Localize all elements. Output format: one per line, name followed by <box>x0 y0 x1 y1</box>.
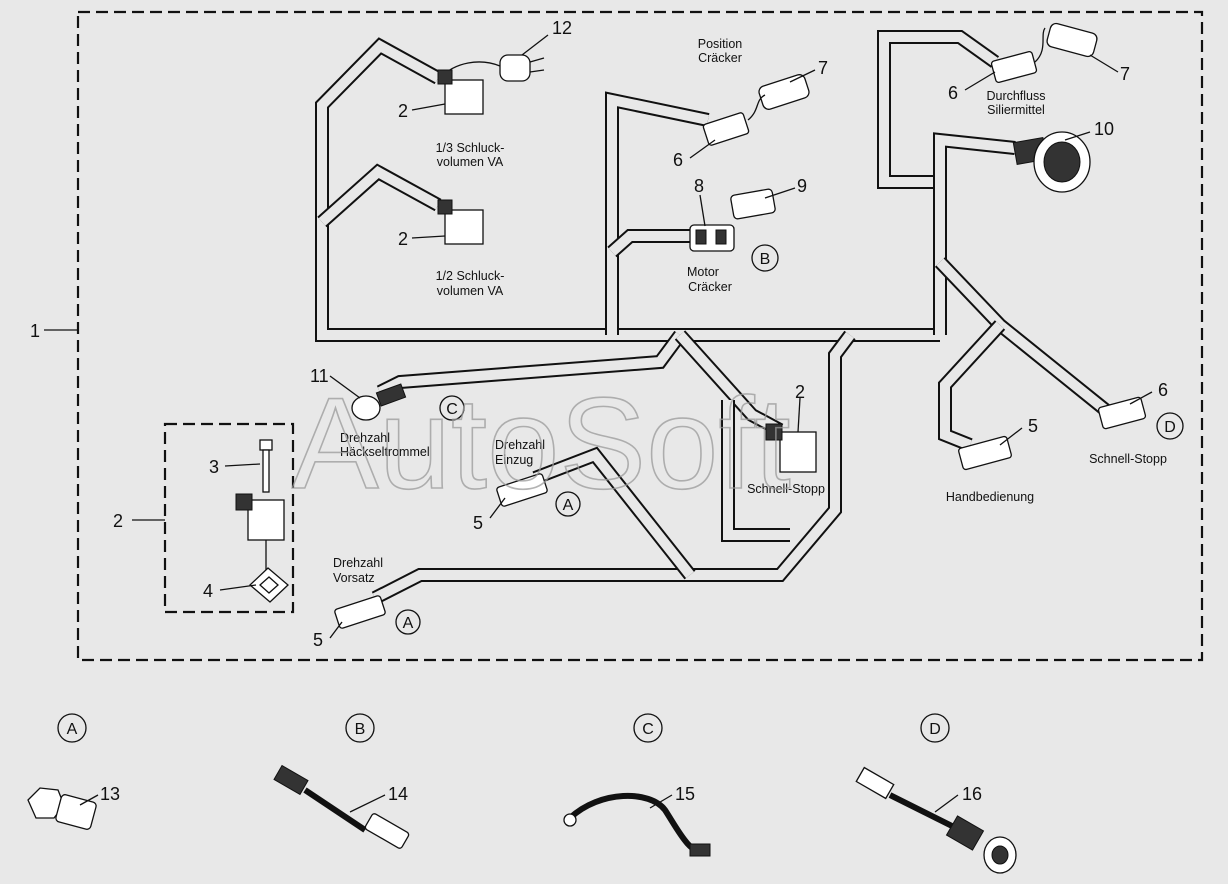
label-schluck-1-2: 1/2 Schluck- <box>436 269 505 283</box>
connector-5-vorsatz <box>334 595 386 629</box>
cable-15 <box>563 792 711 857</box>
gasket-4 <box>249 567 289 603</box>
cable-16 <box>855 766 1017 874</box>
label-drehzahl-vorsatz: Drehzahl <box>333 556 383 570</box>
num-5-einzug: 5 <box>473 513 483 533</box>
num-5-vorsatz: 5 <box>313 630 323 650</box>
num-11: 11 <box>310 366 329 386</box>
circled-letter-a-einzug: A <box>555 491 581 517</box>
label-vorsatz: Vorsatz <box>333 571 375 585</box>
connector-5-einzug <box>496 473 548 507</box>
num-13: 13 <box>100 784 120 804</box>
label-cracker: Cräcker <box>698 51 742 65</box>
valve-connector-2-detail <box>235 493 285 570</box>
part-numbers: 1 2 2 2 2 3 4 5 5 5 6 6 6 7 7 8 9 10 11 … <box>30 18 1168 804</box>
valve-connector-2-schnell-stopp <box>765 423 817 473</box>
label-drehzahl-einzug: Drehzahl <box>495 438 545 452</box>
label-schnell-stopp-center: Schnell-Stopp <box>747 482 825 496</box>
num-10: 10 <box>1094 119 1114 139</box>
label-einzug: Einzug <box>495 453 533 467</box>
svg-text:C: C <box>446 401 458 418</box>
num-9: 9 <box>797 176 807 196</box>
assembly-boundary <box>76 10 1204 662</box>
watermark: AutoSoft <box>292 370 791 516</box>
valve-connector-2-mid <box>437 199 484 245</box>
circled-letter-b-detail: B <box>345 713 375 743</box>
label-schnell-stopp-right: Schnell-Stopp <box>1089 452 1167 466</box>
label-schluck-1-3: 1/3 Schluck- <box>436 141 505 155</box>
cable-14 <box>273 764 410 849</box>
label-handbedienung: Handbedienung <box>946 490 1034 504</box>
label-motor-cracker: Cräcker <box>688 280 732 294</box>
num-1: 1 <box>30 321 40 341</box>
label-volumen-1-2: volumen VA <box>437 284 504 298</box>
num-6-schnell: 6 <box>1158 380 1168 400</box>
label-volumen-1-3: volumen VA <box>437 155 504 169</box>
label-durchfluss: Durchfluss <box>986 89 1045 103</box>
circled-letter-d-schnell: D <box>1156 412 1184 440</box>
svg-text:A: A <box>403 615 414 632</box>
connector-8-motor <box>689 224 735 252</box>
circled-letter-c-trommel: C <box>439 395 465 421</box>
num-3: 3 <box>209 457 219 477</box>
svg-text:A: A <box>563 497 574 514</box>
num-2-center: 2 <box>795 382 805 402</box>
svg-text:D: D <box>929 721 941 738</box>
connector-5-handbedienung <box>958 435 1012 471</box>
circled-letter-a-vorsatz: A <box>395 609 421 635</box>
num-14: 14 <box>388 784 408 804</box>
num-8: 8 <box>694 176 704 196</box>
connector-7-position <box>747 74 810 121</box>
num-16: 16 <box>962 784 982 804</box>
label-position: Position <box>698 37 743 51</box>
svg-text:A: A <box>67 721 78 738</box>
label-siliermittel: Siliermittel <box>987 103 1045 117</box>
svg-text:C: C <box>642 721 654 738</box>
connector-6-schnell-stopp <box>1097 396 1147 430</box>
num-7-durchfluss: 7 <box>1120 64 1130 84</box>
num-4: 4 <box>203 581 213 601</box>
circled-letter-b-motor: B <box>751 244 779 272</box>
connector-9-motor <box>730 188 776 220</box>
circled-letter-d-detail: D <box>920 713 950 743</box>
num-2-mid: 2 <box>398 229 408 249</box>
num-7-position: 7 <box>818 58 828 78</box>
num-6-durchfluss: 6 <box>948 83 958 103</box>
leader-lines <box>79 34 1153 813</box>
round-connector-10 <box>1012 131 1091 193</box>
label-motor: Motor <box>687 265 719 279</box>
num-5-hand: 5 <box>1028 416 1038 436</box>
text-labels: Position Cräcker Durchfluss Siliermittel… <box>333 37 1167 585</box>
svg-text:B: B <box>355 721 366 738</box>
connector-7-durchfluss <box>1034 22 1098 63</box>
label-drehzahl-trommel: Drehzahl <box>340 431 390 445</box>
connector-6-position <box>702 112 750 146</box>
detail-box-valve <box>163 422 295 614</box>
sensor-11-trommel <box>351 383 407 421</box>
round-plug-12 <box>439 54 545 82</box>
num-12: 12 <box>552 18 572 38</box>
bolt-3 <box>259 439 273 493</box>
adapter-13 <box>27 787 97 830</box>
num-2-box: 2 <box>113 511 123 531</box>
num-2-top: 2 <box>398 101 408 121</box>
svg-text:D: D <box>1164 419 1176 436</box>
circled-letter-a-detail: A <box>57 713 87 743</box>
label-hackseltrommel: Häckseltrommel <box>340 445 430 459</box>
svg-text:B: B <box>760 251 771 268</box>
circled-letter-c-detail: C <box>633 713 663 743</box>
num-15: 15 <box>675 784 695 804</box>
valve-connector-2-top <box>437 69 484 115</box>
num-6-position: 6 <box>673 150 683 170</box>
